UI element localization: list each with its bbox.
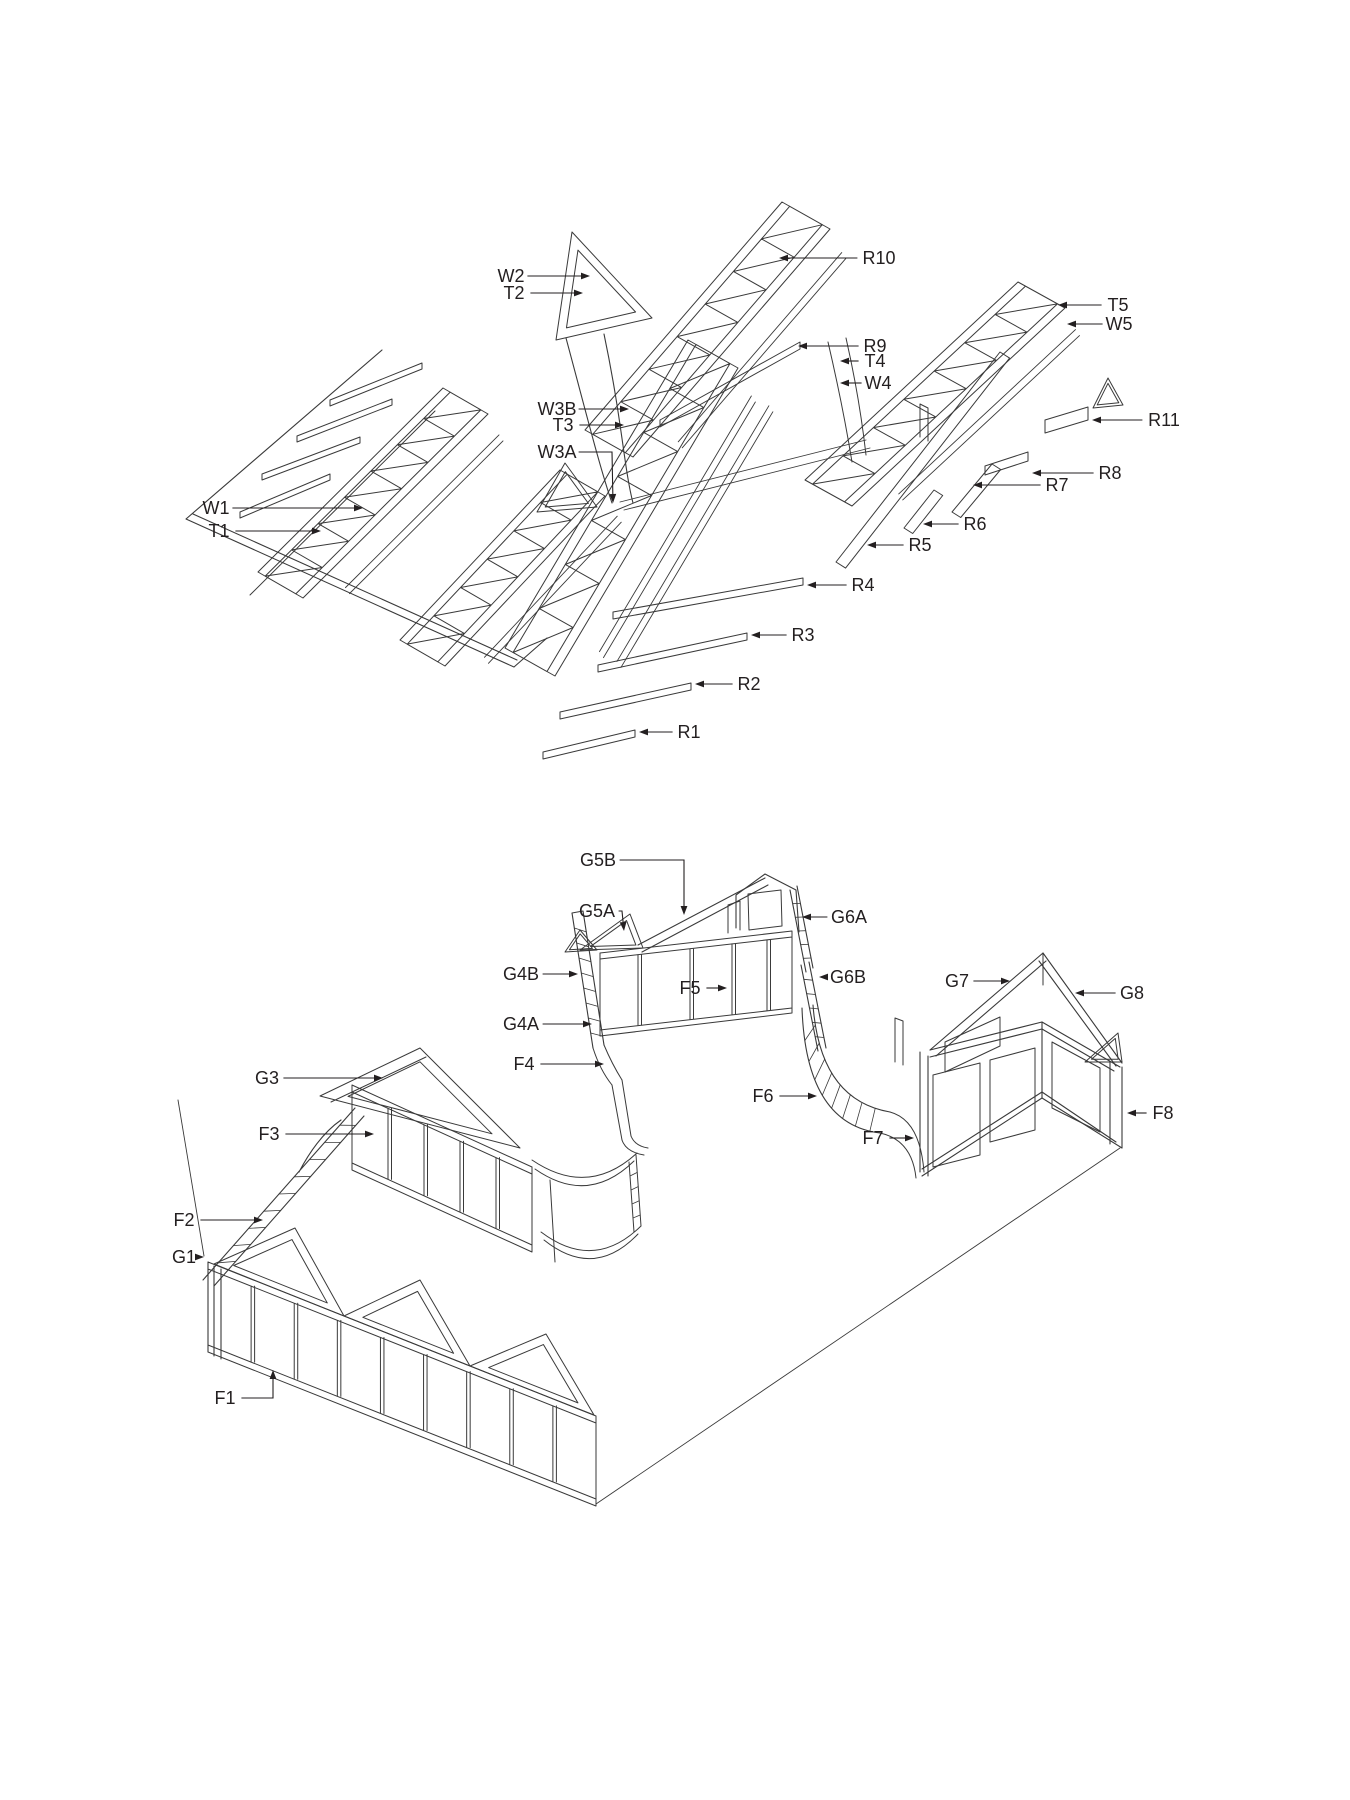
- label-T2: T2: [503, 283, 583, 303]
- label-R7: R7: [973, 475, 1069, 495]
- component-label-text: R5: [908, 535, 931, 555]
- label-G4A: G4A: [503, 1014, 592, 1034]
- component-label-text: G5A: [579, 901, 615, 921]
- component-label-text: T2: [503, 283, 524, 303]
- component-label-text: F2: [173, 1210, 194, 1230]
- component-label-text: R8: [1098, 463, 1121, 483]
- label-F5: F5: [679, 978, 727, 998]
- label-R3: R3: [751, 625, 815, 645]
- component-label-text: F8: [1152, 1103, 1173, 1123]
- label-G3: G3: [255, 1068, 383, 1088]
- label-W3B: W3B: [537, 399, 629, 419]
- component-label-text: G6B: [830, 967, 866, 987]
- component-label-text: W3A: [537, 442, 576, 462]
- label-G7: G7: [945, 971, 1010, 991]
- label-F2: F2: [173, 1210, 263, 1230]
- component-label-text: R1: [677, 722, 700, 742]
- component-label-text: F5: [679, 978, 700, 998]
- component-label-text: W2: [498, 266, 525, 286]
- label-T4: T4: [840, 351, 886, 371]
- label-W2: W2: [498, 266, 590, 286]
- label-F6: F6: [752, 1086, 817, 1106]
- component-label-text: W4: [865, 373, 892, 393]
- label-G6B: G6B: [819, 967, 866, 987]
- component-label-text: R9: [863, 336, 886, 356]
- label-G4B: G4B: [503, 964, 578, 984]
- label-R9: R9: [798, 336, 887, 356]
- component-label-text: R4: [851, 575, 874, 595]
- label-F7: F7: [862, 1128, 914, 1148]
- label-W4: W4: [840, 373, 892, 393]
- label-R10: R10: [779, 248, 896, 268]
- label-R8: R8: [1032, 463, 1122, 483]
- component-label-text: G1: [172, 1247, 196, 1267]
- label-T1: T1: [208, 521, 321, 541]
- component-label-text: F6: [752, 1086, 773, 1106]
- label-W5: W5: [1067, 314, 1133, 334]
- label-F3: F3: [258, 1124, 374, 1144]
- component-label-text: R7: [1045, 475, 1068, 495]
- component-label-text: T4: [864, 351, 885, 371]
- component-label-text: G8: [1120, 983, 1144, 1003]
- component-label-text: W3B: [537, 399, 576, 419]
- label-G1: G1: [172, 1247, 204, 1267]
- component-label-text: F3: [258, 1124, 279, 1144]
- component-label-text: F7: [862, 1128, 883, 1148]
- label-W1: W1: [203, 498, 363, 518]
- label-F8: F8: [1127, 1103, 1174, 1123]
- component-label-text: G4B: [503, 964, 539, 984]
- component-label-text: G7: [945, 971, 969, 991]
- component-label-text: T5: [1107, 295, 1128, 315]
- roof-truss-assembly-drawing: [185, 201, 1124, 760]
- component-label-text: R2: [737, 674, 760, 694]
- component-label-text: G5B: [580, 850, 616, 870]
- label-R5: R5: [867, 535, 932, 555]
- component-label-text: T1: [208, 521, 229, 541]
- label-G5B: G5B: [580, 850, 688, 915]
- component-label-text: G3: [255, 1068, 279, 1088]
- label-T3: T3: [552, 415, 624, 435]
- label-R1: R1: [639, 722, 701, 742]
- component-label-text: G4A: [503, 1014, 539, 1034]
- label-G5A: G5A: [579, 901, 627, 931]
- component-label-text: R10: [862, 248, 895, 268]
- label-R4: R4: [807, 575, 875, 595]
- label-G8: G8: [1075, 983, 1144, 1003]
- component-label-text: R6: [963, 514, 986, 534]
- label-R11: R11: [1092, 410, 1180, 430]
- label-G6A: G6A: [802, 907, 867, 927]
- component-label-text: G6A: [831, 907, 867, 927]
- label-F4: F4: [513, 1054, 604, 1074]
- component-label-text: R3: [791, 625, 814, 645]
- label-F1: F1: [214, 1370, 277, 1408]
- wall-framing-assembly-drawing: [177, 873, 1123, 1507]
- component-label-text: W1: [203, 498, 230, 518]
- component-label-text: F1: [214, 1388, 235, 1408]
- component-label-text: T3: [552, 415, 573, 435]
- component-label-text: W5: [1106, 314, 1133, 334]
- label-T5: T5: [1058, 295, 1129, 315]
- component-label-text: R11: [1148, 410, 1180, 430]
- component-label-text: F4: [513, 1054, 534, 1074]
- label-R6: R6: [923, 514, 987, 534]
- label-W3A: W3A: [537, 442, 617, 503]
- label-R2: R2: [695, 674, 761, 694]
